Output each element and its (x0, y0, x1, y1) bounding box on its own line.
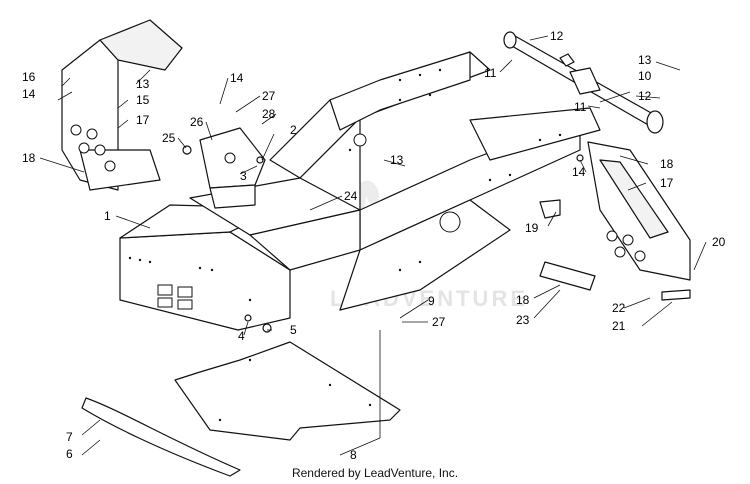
steering-shaft (503, 31, 664, 134)
footer-credit: Rendered by LeadVenture, Inc. (291, 466, 459, 480)
hardware (182, 145, 691, 333)
callout-14a: 14 (230, 71, 244, 85)
callout-17a: 17 (136, 113, 150, 127)
callout-18b: 18 (660, 157, 674, 171)
callout-11a: 11 (484, 66, 497, 80)
callout-11b: 11 (574, 100, 587, 114)
callout-10: 10 (638, 69, 652, 83)
callout-3: 3 (240, 169, 247, 183)
callout-15: 15 (136, 93, 150, 107)
callout-5: 5 (290, 323, 297, 337)
callout-18a: 18 (22, 151, 36, 165)
callout-2: 2 (290, 123, 297, 137)
right-footrest (587, 141, 691, 281)
callout-26: 26 (190, 115, 204, 129)
callout-16: 16 (22, 70, 36, 84)
callout-13a: 13 (136, 77, 150, 91)
callout-4: 4 (238, 329, 245, 343)
steering-bracket (199, 127, 266, 209)
callout-13c: 13 (638, 53, 652, 67)
callout-13b: 13 (390, 153, 404, 167)
callout-14c: 14 (572, 165, 586, 179)
callout-24: 24 (344, 189, 358, 203)
leader-lines (39, 35, 707, 456)
callout-20: 20 (712, 235, 726, 249)
callout-6: 6 (66, 447, 73, 461)
callout-28: 28 (262, 107, 276, 121)
callout-labels: 1 2 3 4 5 6 7 8 9 10 11 11 12 12 13 13 1… (22, 29, 726, 462)
callout-17b: 17 (660, 176, 674, 190)
callout-23: 23 (516, 313, 530, 327)
callout-1: 1 (104, 209, 111, 223)
front-nose-pan (81, 397, 241, 477)
callout-22: 22 (612, 301, 626, 315)
callout-12a: 12 (550, 29, 564, 43)
callout-27b: 27 (432, 315, 446, 329)
callout-14b: 14 (22, 87, 36, 101)
callout-12b: 12 (638, 89, 652, 103)
callout-27a: 27 (262, 89, 276, 103)
left-footrest (61, 19, 183, 191)
callout-7: 7 (66, 430, 73, 444)
callout-9: 9 (428, 294, 435, 308)
belly-pan (174, 341, 401, 441)
callout-19: 19 (525, 221, 539, 235)
callout-25: 25 (162, 131, 176, 145)
callout-8: 8 (350, 448, 357, 462)
callout-21: 21 (612, 319, 626, 333)
callout-18c: 18 (516, 293, 530, 307)
